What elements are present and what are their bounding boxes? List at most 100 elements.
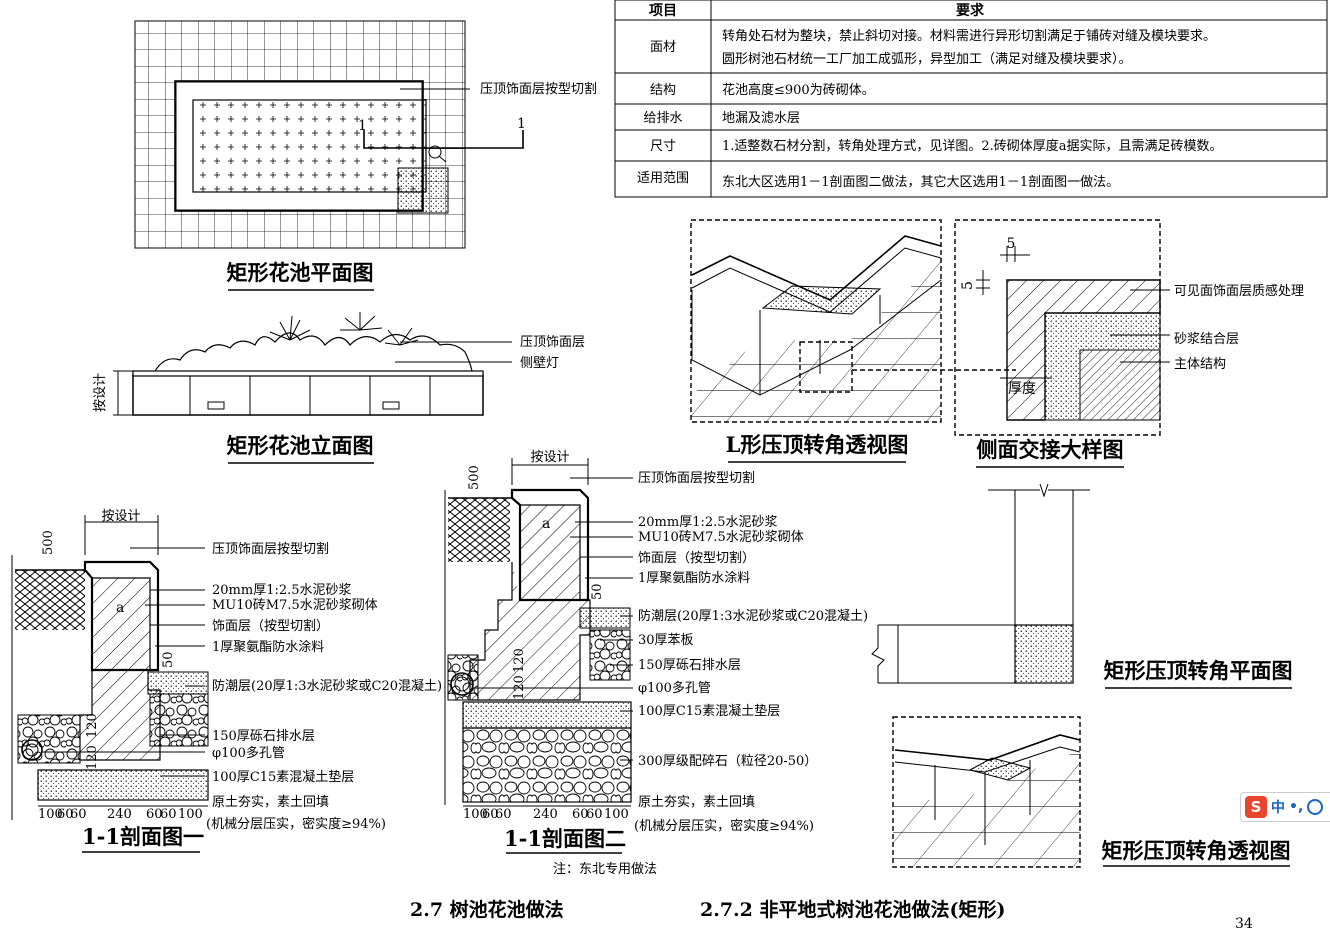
- label: 150厚砾石排水层: [212, 729, 315, 744]
- label: 100厚C15素混凝土垫层: [638, 703, 780, 719]
- mark-a: a: [542, 516, 550, 532]
- planter-soil: [192, 99, 427, 193]
- label: φ100多孔管: [212, 745, 285, 761]
- table-header-requirement: 要求: [956, 2, 985, 19]
- dim-soil: 500: [41, 530, 56, 555]
- palm-icon: [384, 327, 419, 346]
- section-mark-left: 1: [358, 118, 367, 134]
- sogou-logo-icon: S: [1245, 796, 1267, 818]
- shrub-outline: [154, 332, 473, 372]
- title-corner-perspective: 矩形压顶转角透视图: [1102, 838, 1291, 863]
- concrete-bed: [37, 769, 209, 801]
- table-row-item: 适用范围: [637, 171, 689, 186]
- dim-50: 50: [590, 583, 605, 600]
- pipe-icon: [450, 672, 474, 696]
- bottom-dim: 60: [57, 807, 74, 822]
- label-cap-cut: 压顶饰面层按型切割: [480, 81, 597, 97]
- pipe-icon: [21, 739, 43, 761]
- title-elevation: 矩形花池立面图: [227, 433, 374, 458]
- palm-icon: [340, 312, 383, 331]
- table-row-text: 东北大区选用1－1剖面图二做法，其它大区选用1－1剖面图一做法。: [722, 174, 1119, 190]
- table-header-item: 项目: [649, 3, 677, 19]
- footer-section-right: 2.7.2 非平地式树池花池做法(矩形): [700, 898, 1006, 921]
- bottom-dim: 100: [463, 807, 488, 822]
- palm-icon: [269, 315, 311, 341]
- concrete-bed: [462, 701, 632, 729]
- dim-120: 120: [512, 648, 527, 673]
- title-corner-plan: 矩形压顶转角平面图: [1104, 658, 1293, 683]
- corner-stone: [397, 167, 449, 214]
- table-row-text: 转角处石材为整块，禁止斜切对接。材料需进行异形切割满足于铺砖对缝及模块要求。: [722, 28, 1216, 44]
- bottom-dim: 100: [178, 807, 203, 822]
- label: 防潮层(20厚1:3水泥砂浆或C20混凝土): [212, 678, 442, 694]
- mark-a: a: [116, 600, 124, 616]
- label: (机械分层压实，密实度≥94%): [634, 818, 814, 834]
- table-row-text: 圆形树池石材统一工厂加工成弧形，异型加工（满足对缝及模块要求）。: [722, 52, 1132, 67]
- label: MU10砖M7.5水泥砂浆砌体: [212, 598, 378, 613]
- table-frame: [614, 0, 1328, 198]
- label: 100厚C15素混凝土垫层: [212, 769, 354, 785]
- label: 压顶饰面层按型切割: [212, 541, 329, 557]
- damp-layer: [579, 607, 631, 629]
- table-row-item: 尺寸: [650, 139, 676, 154]
- table-row-item: 面材: [650, 40, 676, 55]
- section2-leaders: [472, 477, 633, 761]
- ime-toolbar[interactable]: S 中 •,: [1240, 792, 1330, 822]
- main-structure: [1079, 349, 1161, 421]
- dim-top: 按设计: [530, 450, 569, 465]
- label: (机械分层压实，密实度≥94%): [206, 816, 386, 832]
- elevation-view: 按设计 压顶饰面层 侧壁灯 矩形花池立面图: [93, 312, 585, 464]
- label: MU10砖M7.5水泥砂浆砌体: [638, 530, 804, 545]
- dim-120: 120: [85, 745, 100, 770]
- side-detail-view: 5 5 厚度 可见面饰面层质感处理 砂浆结合层 主体结构 侧面交接大样图: [954, 219, 1304, 468]
- label: 20mm厚1:2.5水泥砂浆: [638, 515, 778, 530]
- bottom-dim: 100: [604, 807, 629, 822]
- table-row-text: 地漏及滤水层: [722, 110, 800, 126]
- title-plan: 矩形花池平面图: [227, 260, 374, 285]
- footer-section-left: 2.7 树池花池做法: [410, 898, 564, 921]
- soil-fill: [448, 498, 510, 562]
- label: 1厚聚氨酯防水涂料: [638, 570, 750, 586]
- corner-stone: [1014, 624, 1074, 684]
- graded-gravel: [462, 727, 632, 803]
- label: 20mm厚1:2.5水泥砂浆: [212, 583, 352, 598]
- label-light: 侧壁灯: [520, 356, 559, 371]
- label-structure: 主体结构: [1174, 357, 1226, 372]
- spec-table: 项目 要求 面材 转角处石材为整块，禁止斜切对接。材料需进行异形切割满足于铺砖对…: [614, 0, 1328, 198]
- table-row-text: 1.适整数石材分割，转角处理方式，见详图。2.砖砌体厚度a据实际，且需满足砖模数…: [722, 138, 1223, 154]
- label: 1厚聚氨酯防水涂料: [212, 639, 324, 655]
- wall-light-icon: [382, 401, 400, 410]
- label: φ100多孔管: [638, 680, 711, 696]
- bottom-dim: 60: [70, 807, 87, 822]
- section-one: 按设计 500 a 50 120 120 100 60 60 240 60 60…: [11, 509, 442, 853]
- label: 防潮层(20厚1:3水泥砂浆或C20混凝土): [638, 608, 868, 624]
- label: 30厚苯板: [638, 633, 694, 648]
- plan-view: 压顶饰面层按型切割 1 1 矩形花池平面图: [134, 20, 597, 291]
- title-l-perspective: L形压顶转角透视图: [726, 432, 909, 457]
- ime-punct-toggle[interactable]: •,: [1289, 799, 1304, 815]
- gravel-layer: [149, 693, 209, 747]
- l-perspective-view: L形压顶转角透视图: [690, 219, 1016, 463]
- dim-top-5: 5: [1007, 236, 1016, 252]
- ime-mode-toggle[interactable]: 中: [1271, 800, 1285, 816]
- magnifier-icon: [428, 145, 442, 159]
- dim-left-5: 5: [960, 281, 976, 290]
- label: 饰面层（按型切割）: [638, 550, 755, 566]
- title-section-two: 1-1剖面图二: [504, 826, 626, 851]
- corner-plan-view: 矩形压顶转角平面图: [871, 483, 1293, 689]
- label: 饰面层（按型切割）: [212, 618, 329, 634]
- section1-leaders: [42, 547, 205, 777]
- dim-height: 按设计: [93, 373, 108, 412]
- label-mortar: 砂浆结合层: [1174, 332, 1239, 347]
- table-row-text: 花池高度≤900为砖砌体。: [722, 82, 875, 98]
- detail-callout: [799, 341, 853, 393]
- l-corner-stone: [761, 285, 882, 315]
- label: 原土夯实，素土回填: [638, 795, 755, 810]
- ime-settings-icon[interactable]: [1307, 799, 1324, 815]
- label-cap: 压顶饰面层: [520, 335, 585, 350]
- soil-fill: [15, 570, 85, 630]
- corner-perspective-view: 矩形压顶转角透视图: [892, 716, 1291, 868]
- bottom-dim: 60: [495, 807, 512, 822]
- bottom-dim: 60: [572, 807, 589, 822]
